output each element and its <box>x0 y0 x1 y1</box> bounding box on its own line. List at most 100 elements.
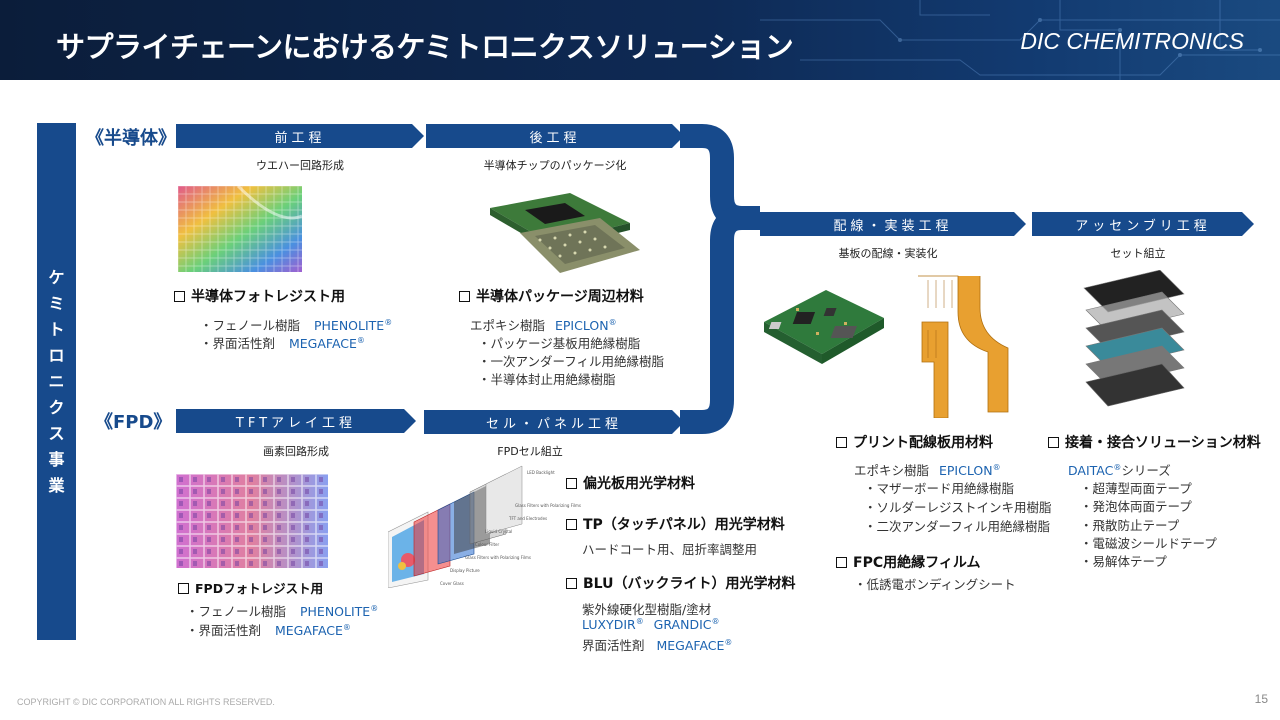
adhesive-item: ・発泡体両面テープ <box>1080 499 1192 514</box>
checkbox-icon <box>566 478 577 489</box>
pcb-line-1: エポキシ樹脂 EPICLON® <box>854 460 1001 479</box>
pcb-board-image <box>756 282 886 374</box>
checkbox-icon <box>1048 437 1059 448</box>
arrow-assembly-process: アッセンブリ工程 <box>1032 212 1254 236</box>
lcd-label: LED Backlight <box>527 470 555 475</box>
material-label: ・界面活性剤 <box>200 336 276 351</box>
adhesive-brand-line: DAITAC®シリーズ <box>1068 460 1171 479</box>
heading-text: 偏光板用光学材料 <box>583 476 695 492</box>
semi-package-item: ・一次アンダーフィル用絶縁樹脂 <box>478 354 665 369</box>
semi-package-line-1: エポキシ樹脂 EPICLON® <box>470 315 617 334</box>
heading-text: 半導体パッケージ周辺材料 <box>476 289 644 305</box>
sub-assembly: セット組立 <box>1110 247 1166 260</box>
blu-line-2: LUXYDIR® GRANDIC® <box>582 617 719 632</box>
blu-line-3: 界面活性剤 MEGAFACE® <box>582 635 732 654</box>
adhesive-item: ・超薄型両面テープ <box>1080 481 1192 496</box>
registered-mark: ® <box>992 462 1001 472</box>
lcd-exploded-diagram <box>388 462 548 588</box>
checkbox-icon <box>566 578 577 589</box>
blu-line-1: 紫外線硬化型樹脂/塗材 <box>582 602 712 617</box>
fpc-item: ・低誘電ボンディングシート <box>854 577 1016 592</box>
adhesive-item: ・電磁波シールドテープ <box>1080 536 1217 551</box>
lcd-label: Colour Filter <box>475 542 500 547</box>
heading-fpc: FPC用絶縁フィルム <box>836 552 981 572</box>
semi-photoresist-line-1: ・フェノール樹脂 PHENOLITE® <box>200 315 392 334</box>
material-label: ・界面活性剤 <box>186 623 262 638</box>
checkbox-icon <box>566 519 577 530</box>
pcb-item: ・マザーボード用絶縁樹脂 <box>864 481 1015 496</box>
heading-text: TP（タッチパネル）用光学材料 <box>583 517 785 533</box>
fpd-photoresist-line-1: ・フェノール樹脂 PHENOLITE® <box>186 601 378 620</box>
lcd-label: Liquid Crystal <box>485 529 513 534</box>
business-label: ケミトロニクス事業 <box>48 267 65 495</box>
registered-mark: ® <box>370 603 379 613</box>
tp-sub: ハードコート用、屈折率調整用 <box>582 542 758 557</box>
wafer-image <box>178 186 302 272</box>
checkbox-icon <box>178 583 189 594</box>
smartphone-exploded-image <box>1080 270 1188 420</box>
fpd-photoresist-line-2: ・界面活性剤 MEGAFACE® <box>186 620 351 639</box>
checkbox-icon <box>836 557 847 568</box>
sub-back: 半導体チップのパッケージ化 <box>483 159 627 172</box>
page-title: サプライチェーンにおけるケミトロニクスソリューション <box>56 30 794 64</box>
fpc-flex-circuit-image <box>908 272 1020 418</box>
heading-text: BLU（バックライト）用光学材料 <box>583 576 796 592</box>
checkbox-icon <box>174 291 185 302</box>
heading-text: 半導体フォトレジスト用 <box>191 289 345 305</box>
heading-text: 接着・接合ソリューション材料 <box>1065 435 1261 451</box>
material-label: ・フェノール樹脂 <box>200 318 301 333</box>
lcd-label: Cover Glass <box>440 581 464 586</box>
registered-mark: ® <box>635 617 644 626</box>
heading-touch-panel: TP（タッチパネル）用光学材料 <box>566 514 785 534</box>
heading-fpd-photoresist: FPDフォトレジスト用 <box>178 578 323 597</box>
lcd-label: Glass Filters with Polarizing Films <box>515 503 581 508</box>
material-label: エポキシ樹脂 <box>470 318 546 333</box>
heading-semi-package: 半導体パッケージ周辺材料 <box>459 286 644 306</box>
material-label: エポキシ樹脂 <box>854 463 930 478</box>
section-fpd: 《FPD》 <box>95 412 172 433</box>
registered-mark: ® <box>1113 462 1122 472</box>
sub-cell: FPDセル組立 <box>497 445 563 458</box>
sub-front: ウエハー回路形成 <box>256 159 344 172</box>
registered-mark: ® <box>608 317 617 327</box>
adhesive-item: ・飛散防止テープ <box>1080 518 1180 533</box>
lcd-label: Display Picture <box>450 568 480 573</box>
registered-mark: ® <box>724 637 733 647</box>
material-label: 界面活性剤 <box>582 638 645 653</box>
heading-polarizer: 偏光板用光学材料 <box>566 473 695 493</box>
brand-phenolite: PHENOLITE <box>300 604 371 619</box>
brand-suffix: シリーズ <box>1121 463 1171 478</box>
checkbox-icon <box>459 291 470 302</box>
semi-package-item: ・パッケージ基板用絶縁樹脂 <box>478 336 641 351</box>
semi-photoresist-line-2: ・界面活性剤 MEGAFACE® <box>200 333 365 352</box>
fpd-pixel-image <box>176 474 328 568</box>
brand-megaface: MEGAFACE <box>656 638 725 653</box>
chip-package-image <box>480 188 640 283</box>
registered-mark: ® <box>711 617 720 626</box>
lcd-labels: LED Backlight Glass Filters with Polariz… <box>440 466 581 590</box>
circuit-pattern-decoration <box>760 0 1280 80</box>
pcb-item: ・ソルダーレジストインキ用樹脂 <box>864 500 1052 515</box>
brand-daitac: DAITAC <box>1068 463 1114 478</box>
semi-package-item: ・半導体封止用絶縁樹脂 <box>478 372 616 387</box>
brand-luxydir: LUXYDIR <box>582 617 636 633</box>
brand-name: DIC CHEMITRONICS <box>1020 28 1244 54</box>
heading-semi-photoresist: 半導体フォトレジスト用 <box>174 286 345 306</box>
registered-mark: ® <box>342 622 351 632</box>
header-bar: サプライチェーンにおけるケミトロニクスソリューション DIC CHEMITRON… <box>0 0 1280 80</box>
page-number: 15 <box>1254 692 1268 706</box>
pcb-item: ・二次アンダーフィル用絶縁樹脂 <box>864 519 1051 534</box>
arrow-wiring-process: 配線・実装工程 <box>760 212 1026 236</box>
registered-mark: ® <box>384 317 393 327</box>
section-semiconductor: 《半導体》 <box>86 128 176 149</box>
heading-pcb: プリント配線板用材料 <box>836 432 993 452</box>
brand-megaface: MEGAFACE <box>289 336 357 351</box>
brand-megaface: MEGAFACE <box>275 623 343 638</box>
sub-wiring: 基板の配線・実装化 <box>838 247 938 260</box>
brand-grandic: GRANDIC <box>653 617 712 633</box>
arrow-back-process: 後工程 <box>426 124 684 148</box>
material-label: ・フェノール樹脂 <box>186 604 287 619</box>
heading-text: FPDフォトレジスト用 <box>195 581 324 596</box>
brand-epiclon: EPICLON <box>939 463 993 478</box>
heading-adhesive: 接着・接合ソリューション材料 <box>1048 432 1261 452</box>
